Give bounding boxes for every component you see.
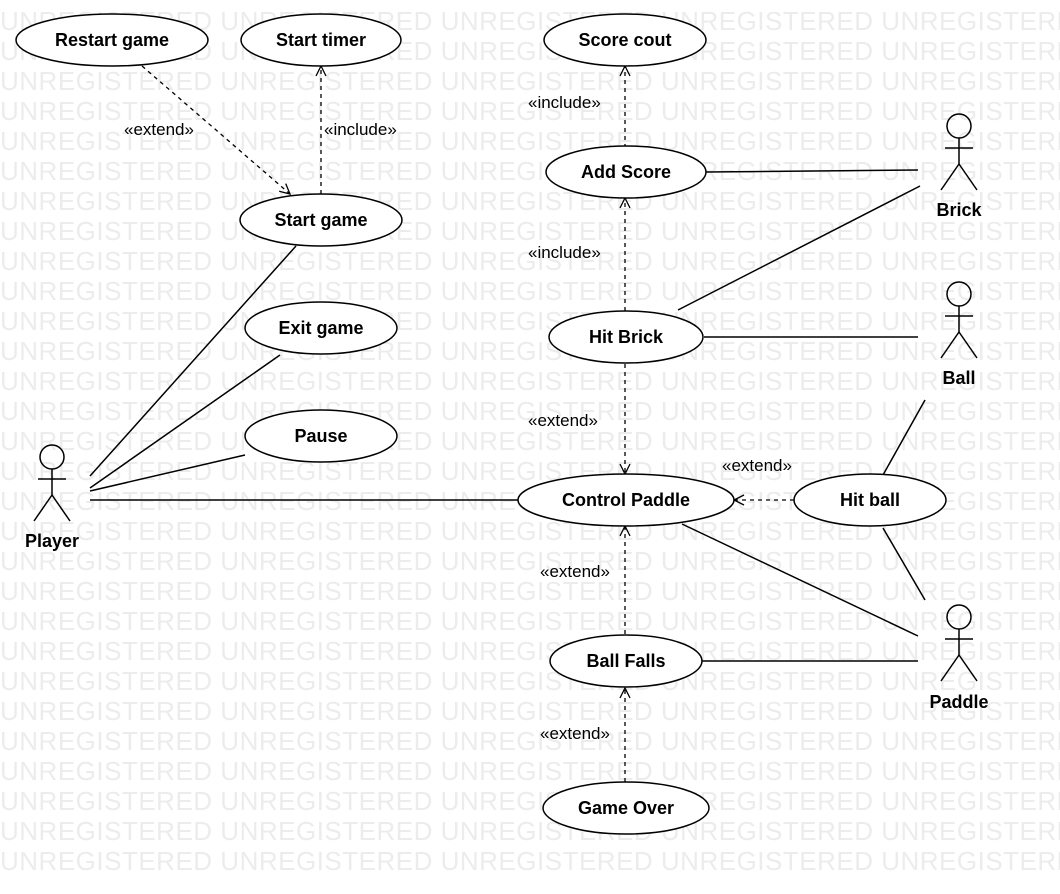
watermark-row: UNREGISTERED UNREGISTERED UNREGISTERED U… — [0, 666, 1060, 696]
watermark-row: UNREGISTERED UNREGISTERED UNREGISTERED U… — [0, 96, 1060, 126]
watermark-row: UNREGISTERED UNREGISTERED UNREGISTERED U… — [0, 426, 1060, 456]
use-cases: Restart game Start timer Score cout Add … — [15, 13, 947, 835]
assoc-control-paddle-paddle — [681, 523, 919, 637]
use-case-ball-falls[interactable]: Ball Falls — [549, 634, 703, 688]
use-case-label: Score cout — [578, 30, 671, 50]
stick-figure-icon — [940, 113, 978, 191]
use-case-label: Hit ball — [840, 490, 900, 510]
actor-paddle[interactable]: Paddle — [929, 604, 989, 712]
use-case-control-paddle[interactable]: Control Paddle — [517, 473, 735, 527]
watermark-row: UNREGISTERED UNREGISTERED UNREGISTERED U… — [0, 396, 1060, 426]
assoc-player-exit-game — [89, 354, 281, 489]
watermark-row: UNREGISTERED UNREGISTERED UNREGISTERED U… — [0, 276, 1060, 306]
use-case-label: Game Over — [578, 798, 674, 818]
assoc-hit-ball-ball — [882, 399, 926, 476]
assoc-player-pause — [89, 454, 246, 492]
actor-player[interactable]: Player — [25, 444, 79, 551]
watermark-row: UNREGISTERED UNREGISTERED UNREGISTERED U… — [0, 306, 1060, 336]
watermark-row: UNREGISTERED UNREGISTERED UNREGISTERED U… — [0, 786, 1060, 816]
actor-ball[interactable]: Ball — [940, 281, 978, 388]
use-case-start-timer[interactable]: Start timer — [240, 13, 402, 67]
actor-label: Ball — [942, 368, 975, 388]
actor-label: Paddle — [929, 692, 988, 712]
use-case-score-count[interactable]: Score cout — [543, 13, 707, 67]
watermark-row: UNREGISTERED UNREGISTERED UNREGISTERED U… — [0, 336, 1060, 366]
label-hit-brick-extend: «extend» — [528, 411, 598, 430]
use-case-pause[interactable]: Pause — [244, 409, 398, 463]
use-case-label: Ball Falls — [586, 651, 665, 671]
actor-label: Player — [25, 531, 79, 551]
label-hit-ball-extend: «extend» — [722, 456, 792, 475]
watermark-row: UNREGISTERED UNREGISTERED UNREGISTERED U… — [0, 696, 1060, 726]
watermark-row: UNREGISTERED UNREGISTERED UNREGISTERED U… — [0, 216, 1060, 246]
use-case-label: Start timer — [276, 30, 366, 50]
watermark-row: UNREGISTERED UNREGISTERED UNREGISTERED U… — [0, 606, 1060, 636]
use-case-restart-game[interactable]: Restart game — [15, 13, 209, 67]
label-ball-falls-extend: «extend» — [540, 562, 610, 581]
use-case-hit-ball[interactable]: Hit ball — [793, 473, 947, 527]
watermark-row: UNREGISTERED UNREGISTERED UNREGISTERED U… — [0, 66, 1060, 96]
dependencies — [141, 64, 794, 782]
stereotype-labels: «extend» «include» «include» «include» «… — [124, 93, 792, 743]
watermark-row: UNREGISTERED UNREGISTERED UNREGISTERED U… — [0, 366, 1060, 396]
watermark-row: UNREGISTERED UNREGISTERED UNREGISTERED U… — [0, 156, 1060, 186]
watermark-layer: UNREGISTERED UNREGISTERED UNREGISTERED U… — [0, 6, 1060, 876]
watermark-row: UNREGISTERED UNREGISTERED UNREGISTERED U… — [0, 576, 1060, 606]
watermark-row: UNREGISTERED UNREGISTERED UNREGISTERED U… — [0, 246, 1060, 276]
label-game-over-extend: «extend» — [540, 724, 610, 743]
label-score-include: «include» — [528, 93, 601, 112]
assoc-hit-brick-brick — [677, 185, 921, 311]
stick-figure-icon — [33, 444, 71, 522]
assoc-hit-ball-paddle — [882, 527, 926, 601]
actor-brick[interactable]: Brick — [936, 113, 983, 220]
actors: Player Brick Ball — [25, 113, 989, 712]
use-case-hit-brick[interactable]: Hit Brick — [548, 310, 704, 364]
use-case-label: Restart game — [55, 30, 169, 50]
use-case-label: Pause — [294, 426, 347, 446]
watermark-row: UNREGISTERED UNREGISTERED UNREGISTERED U… — [0, 756, 1060, 786]
watermark-row: UNREGISTERED UNREGISTERED UNREGISTERED U… — [0, 816, 1060, 846]
use-case-label: Add Score — [581, 162, 671, 182]
associations — [89, 169, 926, 662]
watermark-row: UNREGISTERED UNREGISTERED UNREGISTERED U… — [0, 726, 1060, 756]
use-case-label: Control Paddle — [562, 490, 690, 510]
label-timer-include: «include» — [324, 120, 397, 139]
assoc-player-start-game — [89, 245, 297, 477]
use-case-exit-game[interactable]: Exit game — [244, 301, 398, 355]
watermark-row: UNREGISTERED UNREGISTERED UNREGISTERED U… — [0, 546, 1060, 576]
use-case-label: Exit game — [278, 318, 363, 338]
extend-restart-to-start-game — [141, 65, 292, 195]
watermark-row: UNREGISTERED UNREGISTERED UNREGISTERED U… — [0, 846, 1060, 876]
use-case-add-score[interactable]: Add Score — [545, 145, 707, 199]
use-case-label: Start game — [274, 210, 367, 230]
use-case-label: Hit Brick — [589, 327, 664, 347]
label-restart-extend: «extend» — [124, 120, 194, 139]
use-case-start-game[interactable]: Start game — [239, 193, 403, 247]
watermark-row: UNREGISTERED UNREGISTERED UNREGISTERED U… — [0, 126, 1060, 156]
watermark-row: UNREGISTERED UNREGISTERED UNREGISTERED U… — [0, 186, 1060, 216]
label-hit-brick-include: «include» — [528, 243, 601, 262]
assoc-add-score-brick — [705, 169, 919, 173]
stick-figure-icon — [940, 281, 978, 359]
actor-label: Brick — [936, 200, 982, 220]
stick-figure-icon — [940, 604, 978, 682]
use-case-game-over[interactable]: Game Over — [542, 781, 710, 835]
